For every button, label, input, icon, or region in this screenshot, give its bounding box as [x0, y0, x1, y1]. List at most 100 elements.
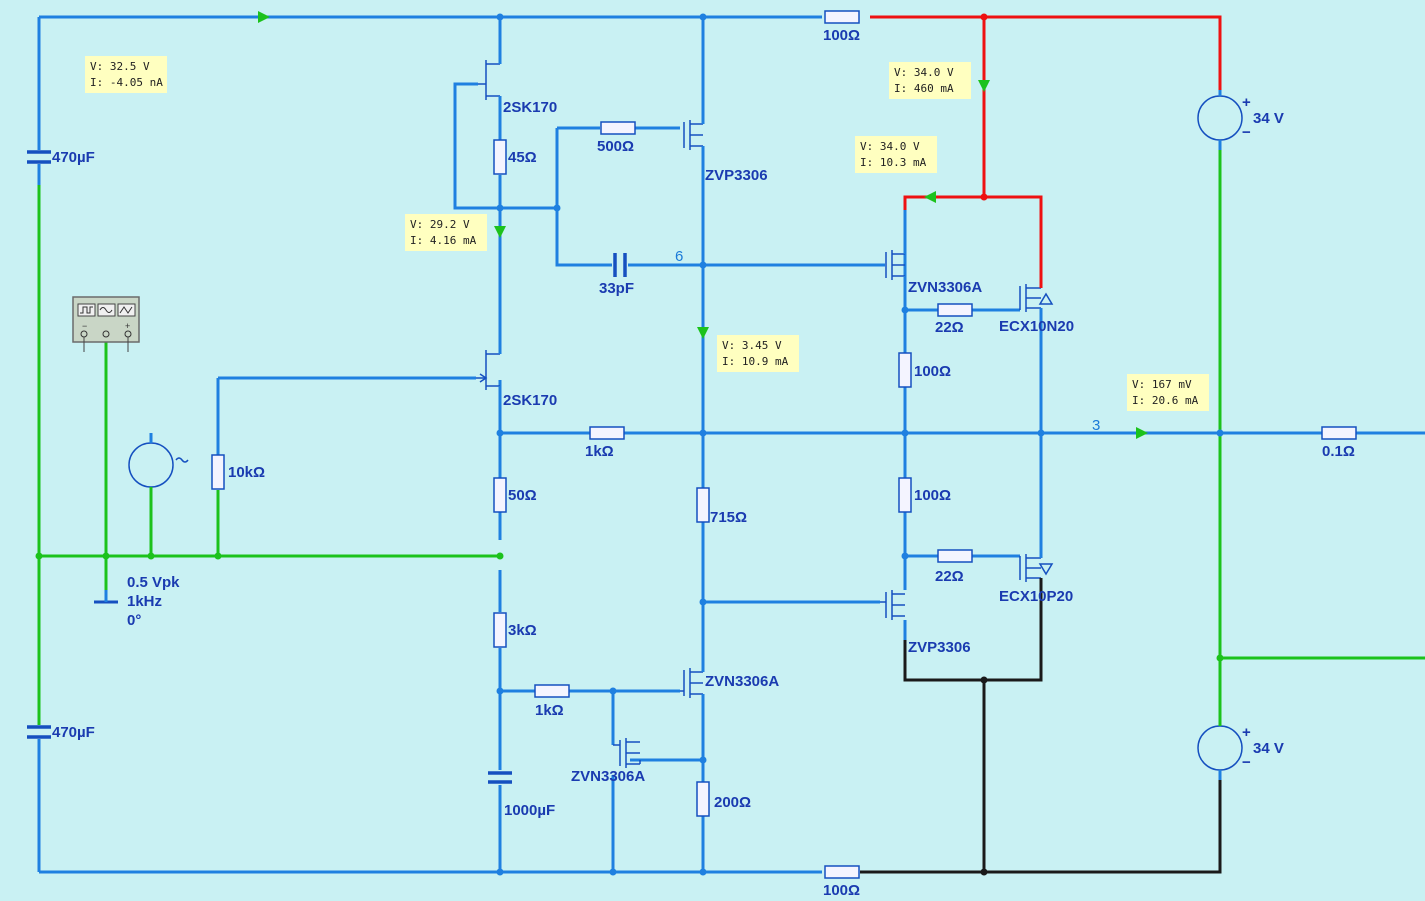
resistor-200	[696, 781, 710, 817]
capacitor-c2[interactable]	[27, 710, 51, 755]
probe-6-current: I: 20.6 mA	[1132, 394, 1199, 407]
probe-3[interactable]: V: 34.0 V I: 10.3 mA	[855, 136, 937, 173]
label-zvp-top: ZVP3306	[705, 167, 768, 184]
label-vs-bottom: 34 V	[1253, 740, 1284, 757]
label-vs-bot-plus: +	[1242, 724, 1251, 741]
function-generator-icon[interactable]: − +	[72, 296, 140, 352]
label-sig-freq: 1kHz	[127, 593, 162, 610]
resistor-100-bottom	[824, 865, 860, 879]
label-r22-top: 22Ω	[935, 319, 964, 336]
label-r100-a: 100Ω	[914, 363, 951, 380]
junctions	[35, 13, 1224, 876]
probe-2-voltage: V: 34.0 V	[894, 66, 954, 79]
net-label-3: 3	[1092, 417, 1100, 434]
probe-4-current: I: 4.16 mA	[410, 234, 477, 247]
label-r500: 500Ω	[597, 138, 634, 155]
green-wires	[37, 150, 1425, 725]
resistor-100-top	[824, 10, 860, 24]
probe-1-voltage: V: 32.5 V	[90, 60, 150, 73]
label-r100-b: 100Ω	[914, 487, 951, 504]
label-vs-top-minus: −	[1242, 124, 1251, 141]
component-labels: 470µF 470µF 2SK170 45Ω 500Ω ZVP3306 100Ω…	[52, 27, 1355, 899]
mosfet-zvp-bot[interactable]	[880, 590, 907, 660]
label-ecx-n: ECX10N20	[999, 318, 1074, 335]
resistor-50	[493, 477, 507, 513]
probe-2[interactable]: V: 34.0 V I: 460 mA	[889, 62, 971, 99]
instrument-plus: +	[125, 321, 130, 331]
label-c33p: 33pF	[599, 280, 634, 297]
jfet-top[interactable]	[478, 60, 502, 100]
resistor-3k	[493, 612, 507, 648]
resistor-1k-mid	[589, 426, 625, 440]
mosfet-zvn-bot-left[interactable]	[613, 738, 641, 768]
black-wires	[860, 612, 1222, 874]
resistor-715	[696, 487, 710, 523]
label-r1k-mid: 1kΩ	[585, 443, 614, 460]
probe-6[interactable]: V: 167 mV I: 20.6 mA	[1127, 374, 1209, 411]
probe-3-current: I: 10.3 mA	[860, 156, 927, 169]
instrument-minus: −	[82, 321, 87, 331]
label-r3k: 3kΩ	[508, 622, 537, 639]
blue-wires	[37, 15, 1425, 874]
jfet-mid[interactable]	[476, 320, 502, 400]
label-r45: 45Ω	[508, 149, 537, 166]
capacitor-1000uf[interactable]	[488, 771, 512, 784]
resistors[interactable]	[211, 10, 1357, 879]
label-r200: 200Ω	[714, 794, 751, 811]
probe-4-voltage: V: 29.2 V	[410, 218, 470, 231]
mosfet-ecx-p[interactable]	[1019, 525, 1054, 612]
net-label-6: 6	[675, 248, 683, 265]
voltage-source-top[interactable]	[1197, 90, 1243, 150]
label-zvn-bot-right: ZVN3306A	[705, 673, 779, 690]
label-jfet-mid: 2SK170	[503, 392, 557, 409]
ground-symbol	[94, 590, 118, 604]
probe-4[interactable]: V: 29.2 V I: 4.16 mA	[405, 214, 487, 251]
probe-3-voltage: V: 34.0 V	[860, 140, 920, 153]
label-jfet-top: 2SK170	[503, 99, 557, 116]
label-ecx-p: ECX10P20	[999, 588, 1073, 605]
probe-1[interactable]: V: 32.5 V I: -4.05 nA	[85, 56, 167, 93]
probe-5-voltage: V: 3.45 V	[722, 339, 782, 352]
label-r10k: 10kΩ	[228, 464, 265, 481]
label-zvn-mid: ZVN3306A	[908, 279, 982, 296]
label-c-bottom: 470µF	[52, 724, 95, 741]
resistor-500	[600, 121, 636, 135]
resistor-100-a	[898, 352, 912, 388]
label-sig-amp: 0.5 Vpk	[127, 574, 180, 591]
mosfet-ecx-n[interactable]	[1019, 255, 1054, 315]
mosfet-zvn-mid[interactable]	[885, 210, 907, 300]
label-r715: 715Ω	[710, 509, 747, 526]
label-vs-top: 34 V	[1253, 110, 1284, 127]
resistor-10k	[211, 454, 225, 490]
mosfet-zvn-bot-right[interactable]	[680, 640, 705, 700]
probe-6-voltage: V: 167 mV	[1132, 378, 1192, 391]
label-zvp-bot: ZVP3306	[908, 639, 971, 656]
resistor-100-b	[898, 477, 912, 513]
resistor-22-bot	[937, 549, 973, 563]
current-arrows	[258, 11, 1148, 439]
resistor-0-1	[1321, 426, 1357, 440]
mosfet-zvp-top[interactable]	[683, 100, 705, 150]
probe-5-current: I: 10.9 mA	[722, 355, 789, 368]
label-r22-bot: 22Ω	[935, 568, 964, 585]
voltage-source-bottom[interactable]	[1197, 725, 1243, 780]
capacitor-33pf[interactable]	[613, 253, 627, 277]
label-r1k-bot: 1kΩ	[535, 702, 564, 719]
label-vs-bot-minus: −	[1242, 754, 1251, 771]
resistor-1k-bot	[534, 684, 570, 698]
capacitor-c1[interactable]	[27, 130, 51, 185]
resistor-22-top	[937, 303, 973, 317]
probe-2-current: I: 460 mA	[894, 82, 954, 95]
resistor-45	[493, 139, 507, 175]
probe-5[interactable]: V: 3.45 V I: 10.9 mA	[717, 335, 799, 372]
label-c-top: 470µF	[52, 149, 95, 166]
label-vs-top-plus: +	[1242, 94, 1251, 111]
label-zvn-bot-left: ZVN3306A	[571, 768, 645, 785]
label-sig-phase: 0°	[127, 612, 141, 629]
probe-1-current: I: -4.05 nA	[90, 76, 163, 89]
ac-source[interactable]	[128, 433, 189, 500]
label-r50: 50Ω	[508, 487, 537, 504]
label-r01: 0.1Ω	[1322, 443, 1355, 460]
label-c1000: 1000µF	[504, 802, 555, 819]
